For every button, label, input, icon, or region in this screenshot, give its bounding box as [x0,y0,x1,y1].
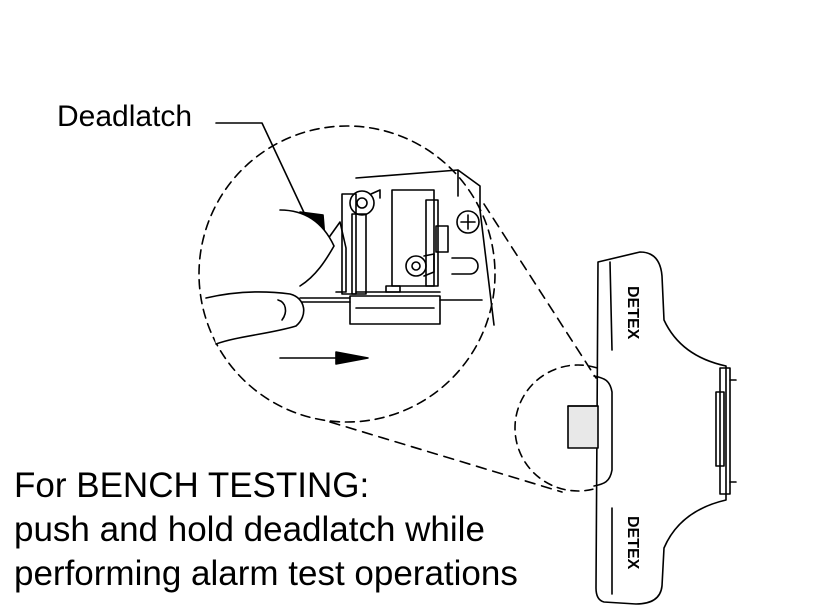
exit-device [567,251,737,605]
brand-mark-top: DETEX [624,286,641,340]
deadlatch-label: Deadlatch [57,100,193,133]
magnifier-line-bottom [329,421,563,493]
bench-testing-instructions: For BENCH TESTING: push and hold deadlat… [14,464,518,596]
brand-mark-bottom: DETEX [624,516,641,570]
instruction-line-2: push and hold deadlatch while [14,510,485,549]
instruction-line-1: For BENCH TESTING: [14,466,370,505]
magnifier-line-top [483,203,597,379]
instruction-line-3: performing alarm test operations [14,554,518,593]
magnified-detail [198,125,496,423]
